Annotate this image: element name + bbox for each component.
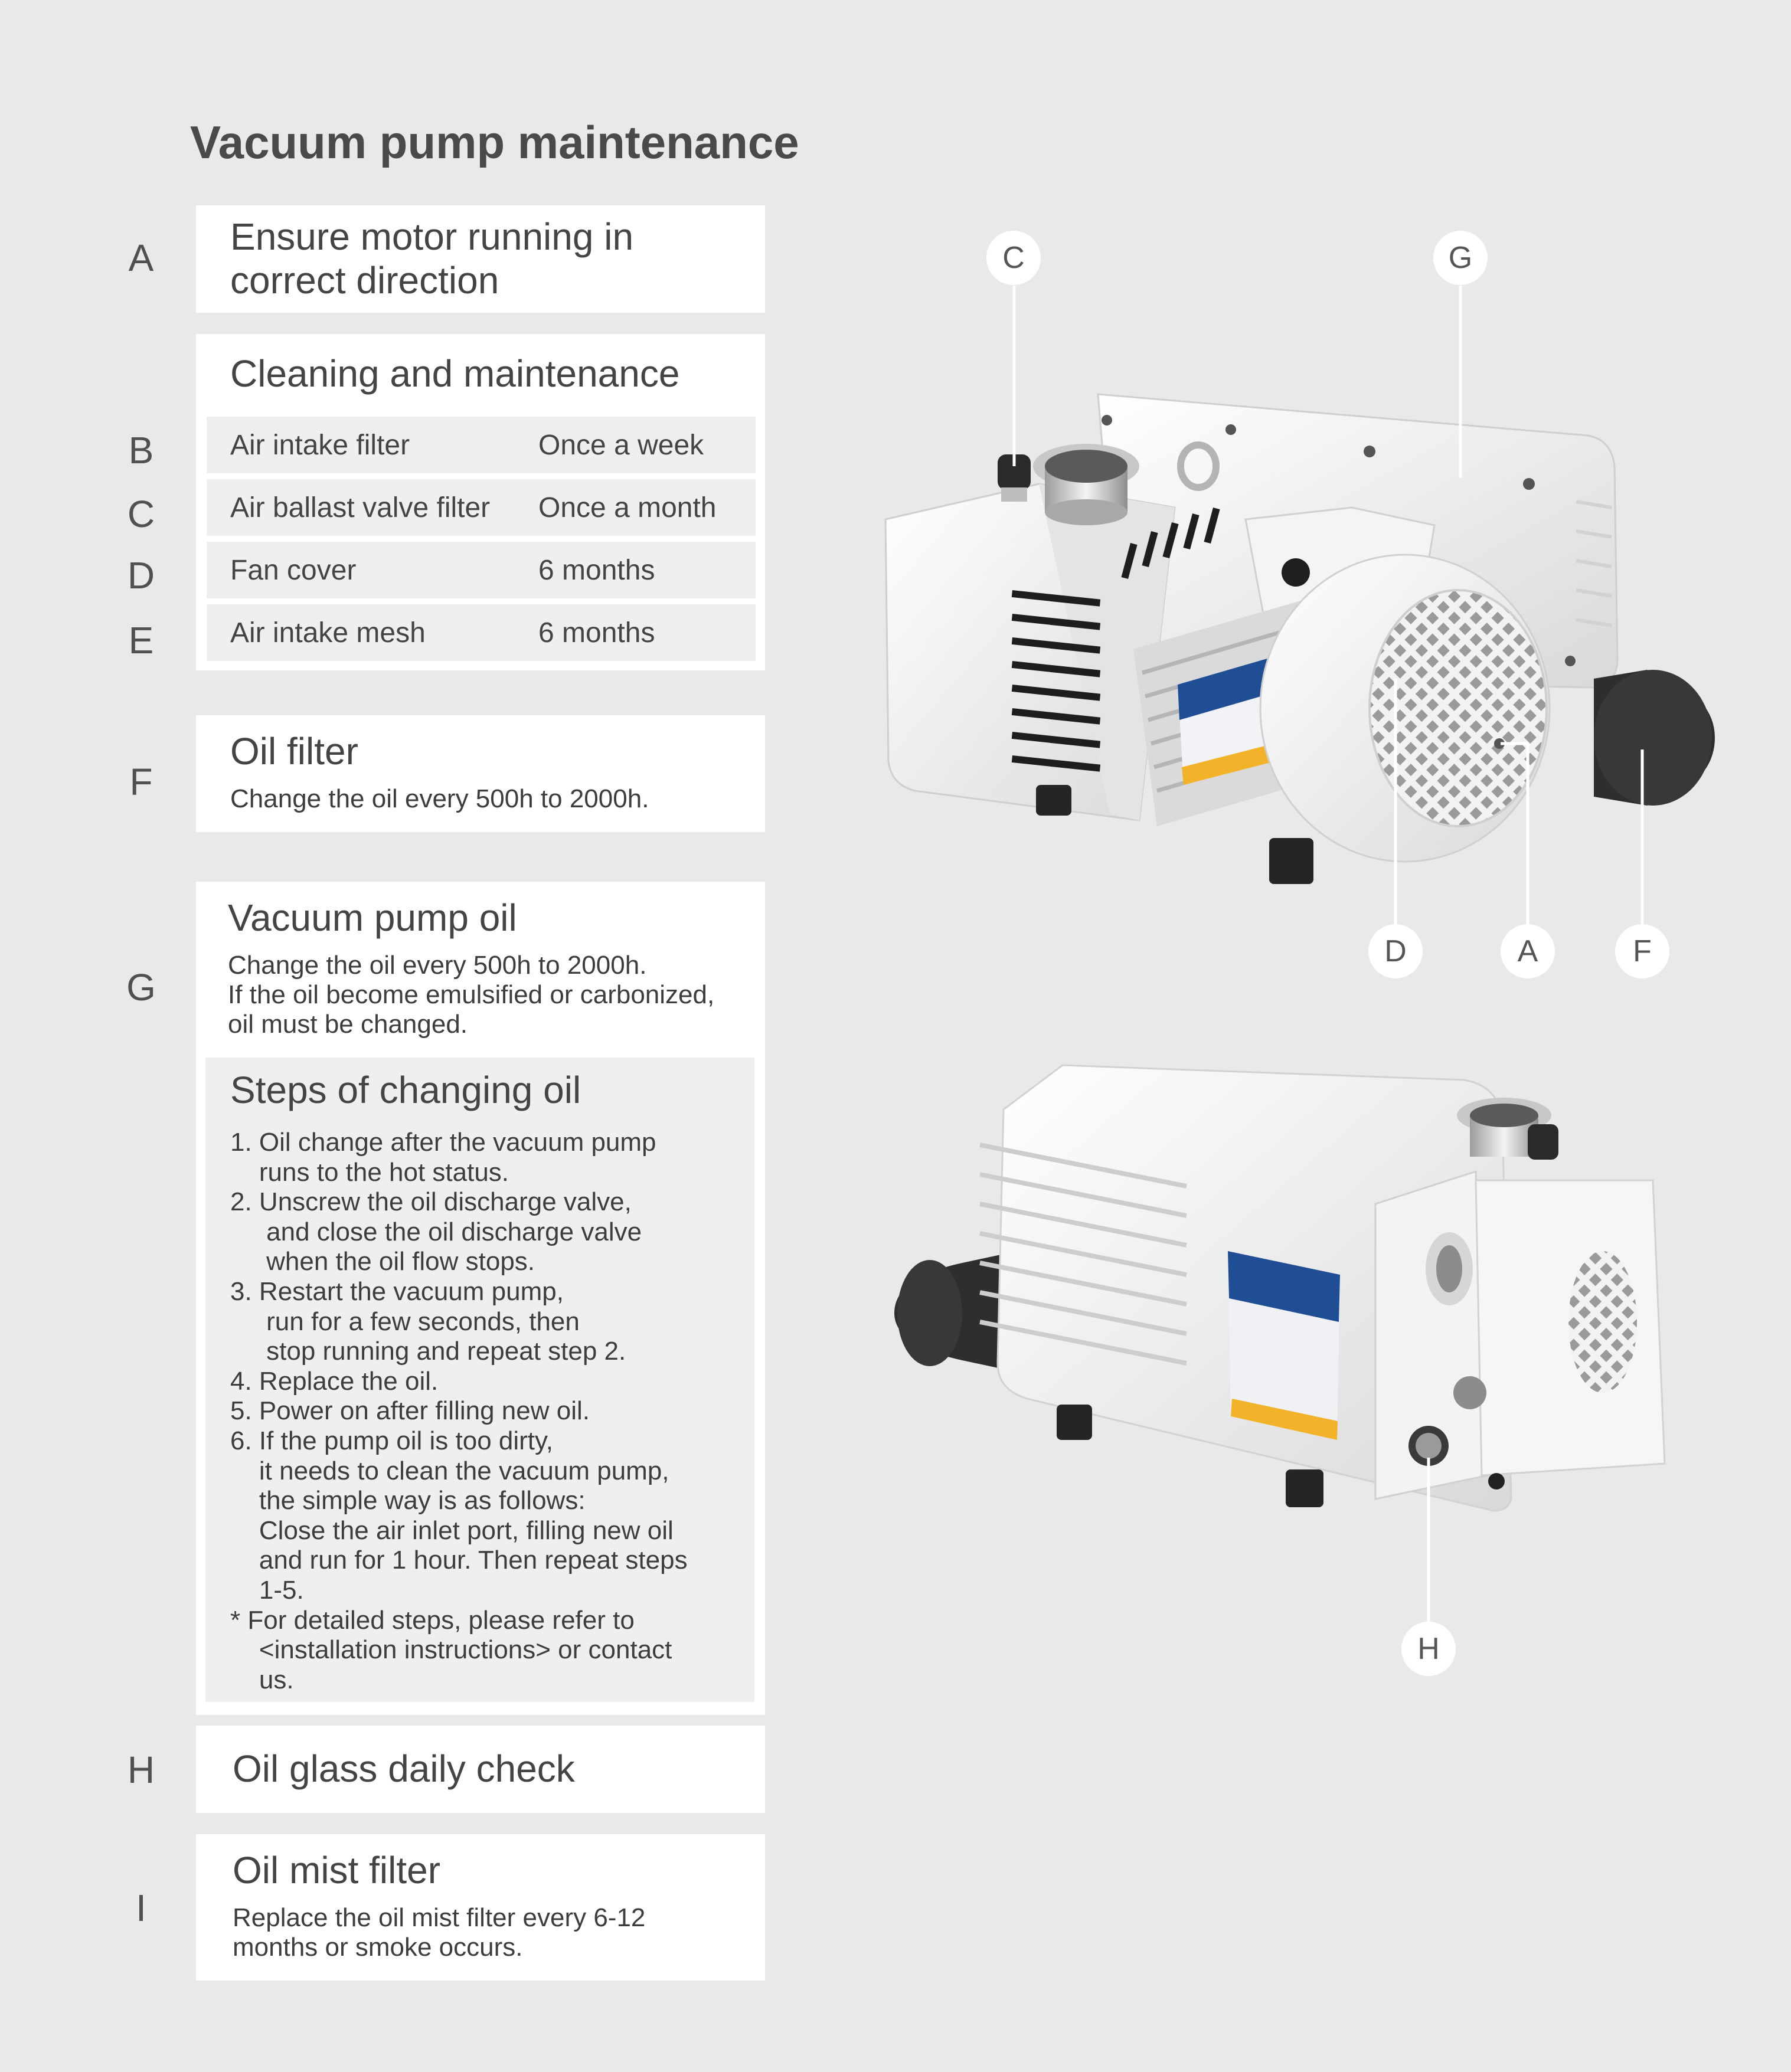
card-oil-glass: Oil glass daily check xyxy=(196,1726,765,1813)
card-cleaning-maintenance: Cleaning and maintenance Air intake filt… xyxy=(196,334,765,670)
step-line: 5. Power on after filling new oil. xyxy=(230,1396,590,1426)
step-line: and run for 1 hour. Then repeat steps xyxy=(230,1546,688,1575)
callout-d: D xyxy=(1368,924,1423,978)
step-line: <installation instructions> or contact xyxy=(230,1635,672,1665)
table-row: Air ballast valve filter Once a month xyxy=(207,479,756,536)
row-interval: Once a week xyxy=(538,429,704,461)
step-line: stop running and repeat step 2. xyxy=(230,1337,626,1366)
oil-mist-line: Replace the oil mist filter every 6-12 xyxy=(233,1903,646,1932)
oil-mist-line: months or smoke occurs. xyxy=(233,1933,523,1962)
label-b: B xyxy=(128,429,154,472)
step-line: when the oil flow stops. xyxy=(230,1247,535,1276)
label-e: E xyxy=(128,619,154,662)
step-line: 1-5. xyxy=(230,1576,304,1605)
motor-direction-line2: correct direction xyxy=(230,259,499,302)
steps-of-changing-oil: Steps of changing oil 1. Oil change afte… xyxy=(205,1058,754,1702)
step-line: * For detailed steps, please refer to xyxy=(230,1605,635,1635)
oil-glass-heading: Oil glass daily check xyxy=(233,1747,575,1790)
oil-filter-text: Change the oil every 500h to 2000h. xyxy=(230,784,649,813)
oil-mist-heading: Oil mist filter xyxy=(233,1849,440,1891)
card-oil-mist-filter: Oil mist filter Replace the oil mist fil… xyxy=(196,1834,765,1981)
label-i: I xyxy=(136,1887,146,1929)
label-g: G xyxy=(126,966,156,1009)
row-item: Fan cover xyxy=(230,554,357,586)
step-line: 2. Unscrew the oil discharge valve, xyxy=(230,1187,632,1217)
step-line: Close the air inlet port, filling new oi… xyxy=(230,1515,674,1545)
row-interval: 6 months xyxy=(538,554,655,586)
step-line: 4. Replace the oil. xyxy=(230,1366,439,1396)
label-d: D xyxy=(127,554,155,597)
table-row: Air intake mesh 6 months xyxy=(207,604,756,661)
step-line: 3. Restart the vacuum pump, xyxy=(230,1277,564,1306)
card-motor-direction: Ensure motor running in correct directio… xyxy=(196,205,765,313)
step-line: the simple way is as follows: xyxy=(230,1486,586,1515)
label-c: C xyxy=(127,493,155,535)
callout-c: C xyxy=(986,231,1041,285)
row-interval: 6 months xyxy=(538,617,655,649)
callout-h: H xyxy=(1401,1622,1456,1676)
callout-a: A xyxy=(1501,924,1555,978)
row-item: Air intake mesh xyxy=(230,617,426,649)
leader-lines-top xyxy=(1012,286,1644,924)
steps-heading: Steps of changing oil xyxy=(230,1069,581,1111)
row-interval: Once a month xyxy=(538,492,717,523)
callout-g: G xyxy=(1433,231,1488,285)
card-oil-filter: Oil filter Change the oil every 500h to … xyxy=(196,715,765,832)
table-row: Fan cover 6 months xyxy=(207,542,756,598)
pump-oil-line: oil must be changed. xyxy=(228,1010,468,1039)
label-h: H xyxy=(127,1749,155,1791)
step-line: 6. If the pump oil is too dirty, xyxy=(230,1426,553,1455)
step-line: 1. Oil change after the vacuum pump xyxy=(230,1128,656,1157)
label-f: F xyxy=(129,761,153,803)
row-item: Air ballast valve filter xyxy=(230,492,491,523)
step-line: us. xyxy=(230,1665,294,1694)
table-row: Air intake filter Once a week xyxy=(207,417,756,473)
page-title: Vacuum pump maintenance xyxy=(190,116,799,168)
pump-oil-line: If the oil become emulsified or carboniz… xyxy=(228,980,715,1009)
pump-top-view xyxy=(884,393,1715,884)
pump-oil-heading: Vacuum pump oil xyxy=(228,896,517,939)
pump-side-view xyxy=(894,1064,1666,1512)
oil-filter-heading: Oil filter xyxy=(230,730,358,773)
step-line: and close the oil discharge valve xyxy=(230,1217,642,1246)
step-line: run for a few seconds, then xyxy=(230,1307,580,1336)
cleaning-heading: Cleaning and maintenance xyxy=(230,352,680,395)
callout-f: F xyxy=(1615,924,1669,978)
label-a: A xyxy=(128,237,154,279)
step-line: it needs to clean the vacuum pump, xyxy=(230,1456,669,1485)
row-item: Air intake filter xyxy=(230,429,410,461)
step-line: runs to the hot status. xyxy=(230,1157,509,1187)
pump-oil-line: Change the oil every 500h to 2000h. xyxy=(228,951,647,980)
motor-direction-line1: Ensure motor running in xyxy=(230,215,634,258)
